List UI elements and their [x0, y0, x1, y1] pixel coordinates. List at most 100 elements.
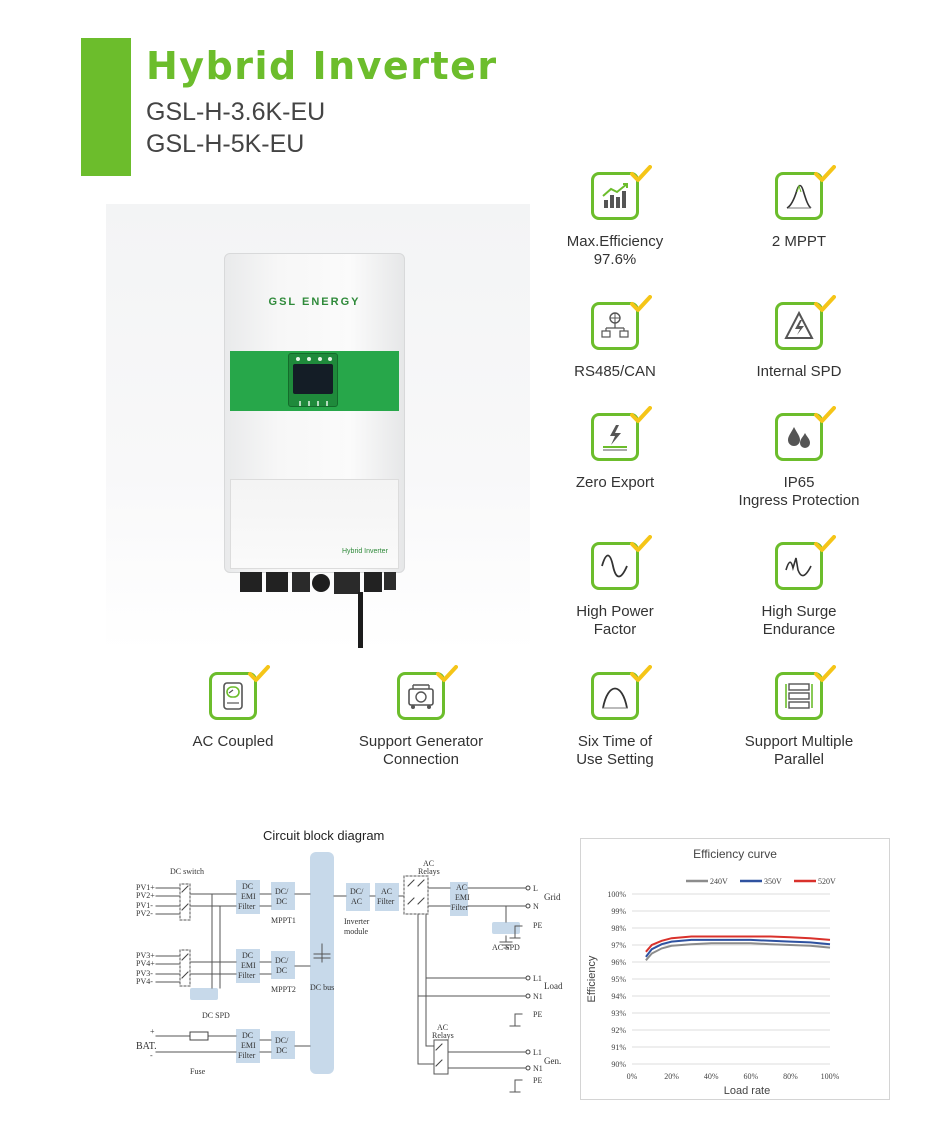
time-curve-icon — [591, 665, 652, 720]
check-mark-icon — [630, 406, 652, 423]
gen-n1-label: N1 — [533, 1064, 543, 1073]
feature-label-line: Zero Export — [575, 474, 655, 491]
ac-filter-line2: Filter — [377, 897, 395, 906]
feature-label: AC Coupled — [143, 733, 323, 751]
grid-label: Grid — [544, 892, 561, 902]
legend-label: 520V — [818, 877, 836, 886]
feature-label-line: 97.6% — [593, 251, 637, 268]
y-tick-label: 99% — [611, 907, 626, 916]
y-tick-label: 94% — [611, 992, 626, 1001]
bat-plus-label: + — [150, 1027, 155, 1036]
y-tick-label: 100% — [607, 890, 626, 899]
ac-emi-filter-line2: EMI — [455, 893, 470, 902]
inverter-lcd-screen — [293, 364, 333, 394]
feature-label-line: Use Setting — [576, 751, 654, 768]
feature-label-line: Max.Efficiency — [566, 233, 664, 250]
inverter-lower-panel — [230, 479, 399, 569]
ac-spd-label: AC SPD — [492, 943, 520, 952]
feature-label-line: Six Time of — [577, 733, 653, 750]
pv2-plus-label: PV2+ — [136, 891, 155, 900]
chart-title: Efficiency curve — [693, 847, 777, 861]
feature-item: AC Coupled — [143, 665, 323, 751]
feature-label-line: High Power — [576, 603, 654, 620]
load-l1-label: L1 — [533, 974, 542, 983]
dc-dc-1-line1: DC/ — [275, 887, 289, 896]
dc-dc-2-line1: DC/ — [275, 956, 289, 965]
page-title: Hybrid Inverter — [146, 44, 498, 88]
inverter-label-line1: Inverter — [344, 917, 370, 926]
pv3-plus-label: PV3+ — [136, 951, 155, 960]
check-mark-icon — [814, 535, 836, 552]
header-accent-bar — [81, 38, 131, 176]
dc-dc-3-line2: DC — [276, 1046, 287, 1055]
ac-relays-gen-line1: AC — [437, 1023, 448, 1032]
pv4-minus-label: PV4- — [136, 977, 153, 986]
y-tick-label: 91% — [611, 1043, 626, 1052]
mppt1-label: MPPT1 — [271, 916, 296, 925]
dc-emi-filter-3-line1: DC — [242, 1031, 253, 1040]
y-tick-label: 92% — [611, 1026, 626, 1035]
feature-label-line: Support Generator — [358, 733, 484, 750]
series-line — [645, 935, 831, 953]
water-drops-icon — [775, 406, 836, 461]
feature-label-line: Connection — [383, 751, 459, 768]
x-tick-label: 20% — [664, 1072, 679, 1081]
check-mark-icon — [630, 665, 652, 682]
chart-xlabel: Load rate — [724, 1085, 770, 1097]
feature-label: RS485/CAN — [525, 363, 705, 381]
inverter-cable — [358, 592, 363, 648]
efficiency-chart-frame — [580, 838, 890, 1100]
legend-label: 240V — [710, 877, 728, 886]
dc-emi-filter-1-line1: DC — [242, 882, 253, 891]
pv2-minus-label: PV2- — [136, 909, 153, 918]
check-mark-icon — [630, 535, 652, 552]
efficiency-chart: Efficiency curve Load rate Efficiency 90… — [586, 847, 840, 1097]
dc-emi-filter-2-line2: EMI — [241, 961, 256, 970]
dc-emi-filter-3-line3: Filter — [238, 1051, 256, 1060]
legend-label: 350V — [764, 877, 782, 886]
mppt2-label: MPPT2 — [271, 985, 296, 994]
y-tick-label: 95% — [611, 975, 626, 984]
feature-label-line: 2 MPPT — [771, 233, 827, 250]
feature-label-line: Internal SPD — [756, 363, 842, 380]
ac-emi-filter-line1: AC — [456, 883, 467, 892]
chart-ylabel: Efficiency — [586, 955, 598, 1002]
gen-label: Gen. — [544, 1056, 561, 1066]
dc-ac-line2: AC — [351, 897, 362, 906]
feature-item: Zero Export — [525, 406, 705, 492]
x-tick-label: 100% — [821, 1072, 840, 1081]
check-mark-icon — [436, 665, 458, 682]
load-label: Load — [544, 981, 563, 991]
feature-item: 2 MPPT — [709, 165, 889, 251]
y-tick-label: 98% — [611, 924, 626, 933]
check-mark-icon — [630, 165, 652, 182]
feature-label: Internal SPD — [709, 363, 889, 381]
ac-filter-line1: AC — [381, 887, 392, 896]
dc-dc-3-line1: DC/ — [275, 1036, 289, 1045]
feature-item: RS485/CAN — [525, 295, 705, 381]
inverter-indicator-leds — [296, 357, 332, 406]
x-tick-label: 80% — [783, 1072, 798, 1081]
zero-export-icon — [591, 406, 652, 461]
inverter-connectors — [240, 572, 396, 594]
check-mark-icon — [814, 406, 836, 423]
surge-wave-icon — [775, 535, 836, 590]
pv4-plus-label: PV4+ — [136, 959, 155, 968]
efficiency-chart-icon — [591, 165, 652, 220]
ac-relays-gen-line2: Relays — [432, 1031, 454, 1040]
gen-l1-label: L1 — [533, 1048, 542, 1057]
fuse-label: Fuse — [190, 1067, 206, 1076]
dc-spd-label: DC SPD — [202, 1011, 230, 1020]
network-icon — [591, 295, 652, 350]
dc-emi-filter-3-line2: EMI — [241, 1041, 256, 1050]
dc-ac-line1: DC/ — [350, 887, 364, 896]
inverter-brand-text: GSL ENERGY — [268, 296, 361, 308]
